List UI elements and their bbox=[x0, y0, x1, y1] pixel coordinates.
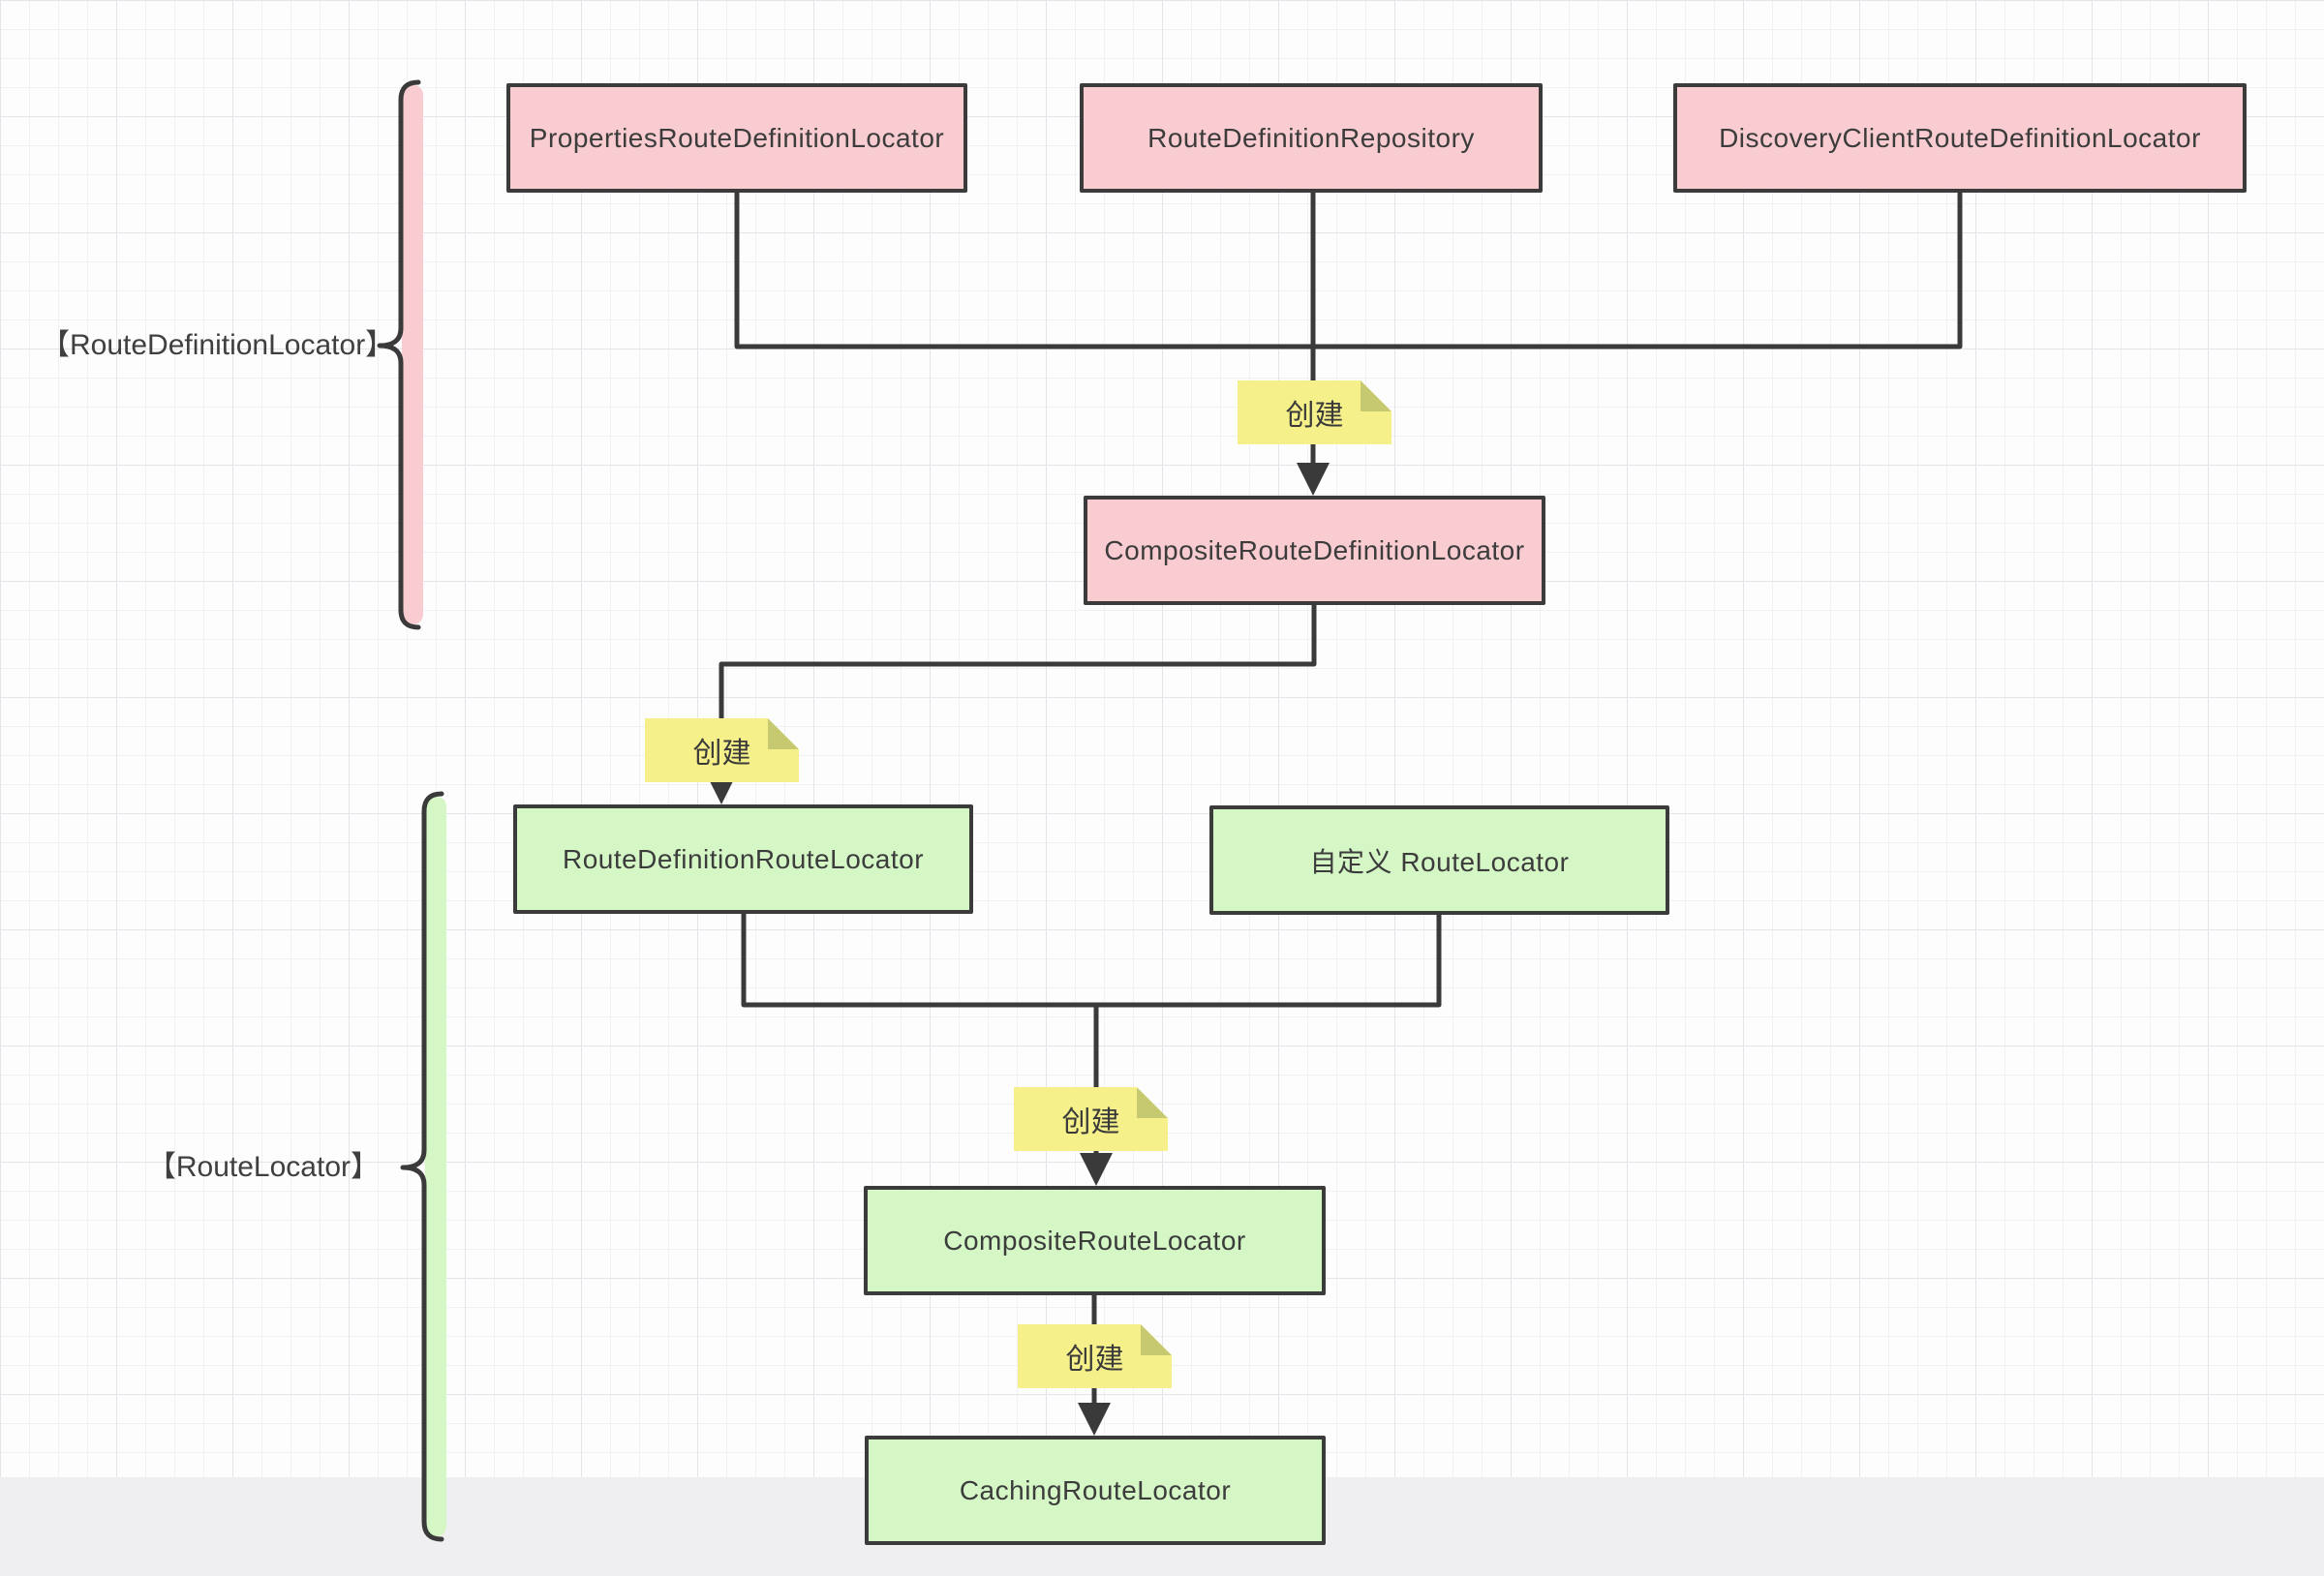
node-label: RouteDefinitionRepository bbox=[1147, 122, 1475, 153]
grid-canvas bbox=[0, 0, 2324, 1477]
node-label: 自定义 RouteLocator bbox=[1309, 846, 1570, 877]
arrowhead-to-composite-route-definition-locator bbox=[1297, 463, 1330, 496]
route-locator-brace[interactable] bbox=[400, 791, 444, 1542]
connector-green-merge-bus bbox=[741, 914, 1442, 1008]
node-route-definition-repository[interactable]: RouteDefinitionRepository bbox=[1080, 83, 1543, 193]
note-create-3[interactable]: 创建 bbox=[1014, 1087, 1168, 1151]
node-label: RouteDefinitionRouteLocator bbox=[562, 843, 925, 874]
route-locator-brace-band bbox=[425, 797, 446, 1536]
group-label-route-locator: 【RouteLocator】 bbox=[146, 1151, 380, 1183]
route-definition-locator-brace[interactable] bbox=[377, 79, 421, 630]
note-create-1[interactable]: 创建 bbox=[1238, 380, 1391, 444]
arrowhead-to-caching-route-locator bbox=[1078, 1403, 1111, 1436]
node-caching-route-locator[interactable]: CachingRouteLocator bbox=[865, 1436, 1326, 1545]
note-create-2[interactable]: 创建 bbox=[645, 718, 799, 782]
note-create-1-text: 创建 bbox=[1285, 400, 1344, 432]
node-custom-route-locator[interactable]: 自定义 RouteLocator bbox=[1209, 805, 1669, 915]
connector-composite-to-route-definition-route-locator bbox=[719, 605, 1317, 773]
node-label: CompositeRouteLocator bbox=[943, 1225, 1246, 1256]
note-create-4[interactable]: 创建 bbox=[1018, 1324, 1172, 1388]
node-label: CachingRouteLocator bbox=[959, 1474, 1232, 1505]
node-route-definition-route-locator[interactable]: RouteDefinitionRouteLocator bbox=[513, 804, 973, 914]
node-label: PropertiesRouteDefinitionLocator bbox=[529, 122, 945, 153]
note-create-3-text: 创建 bbox=[1061, 1106, 1120, 1138]
node-composite-route-definition-locator[interactable]: CompositeRouteDefinitionLocator bbox=[1084, 496, 1545, 605]
note-create-4-text: 创建 bbox=[1065, 1344, 1124, 1376]
node-label: DiscoveryClientRouteDefinitionLocator bbox=[1719, 122, 2201, 153]
connector-top-bus bbox=[734, 193, 1963, 349]
node-composite-route-locator[interactable]: CompositeRouteLocator bbox=[864, 1186, 1326, 1295]
node-label: CompositeRouteDefinitionLocator bbox=[1104, 534, 1525, 565]
node-properties-route-definition-locator[interactable]: PropertiesRouteDefinitionLocator bbox=[506, 83, 967, 193]
group-label-route-definition-locator: 【RouteDefinitionLocator】 bbox=[41, 329, 395, 361]
node-discovery-client-route-definition-locator[interactable]: DiscoveryClientRouteDefinitionLocator bbox=[1673, 83, 2247, 193]
route-definition-locator-brace-band bbox=[402, 85, 423, 624]
note-create-2-text: 创建 bbox=[692, 738, 751, 770]
arrowhead-to-composite-route-locator bbox=[1080, 1153, 1113, 1186]
